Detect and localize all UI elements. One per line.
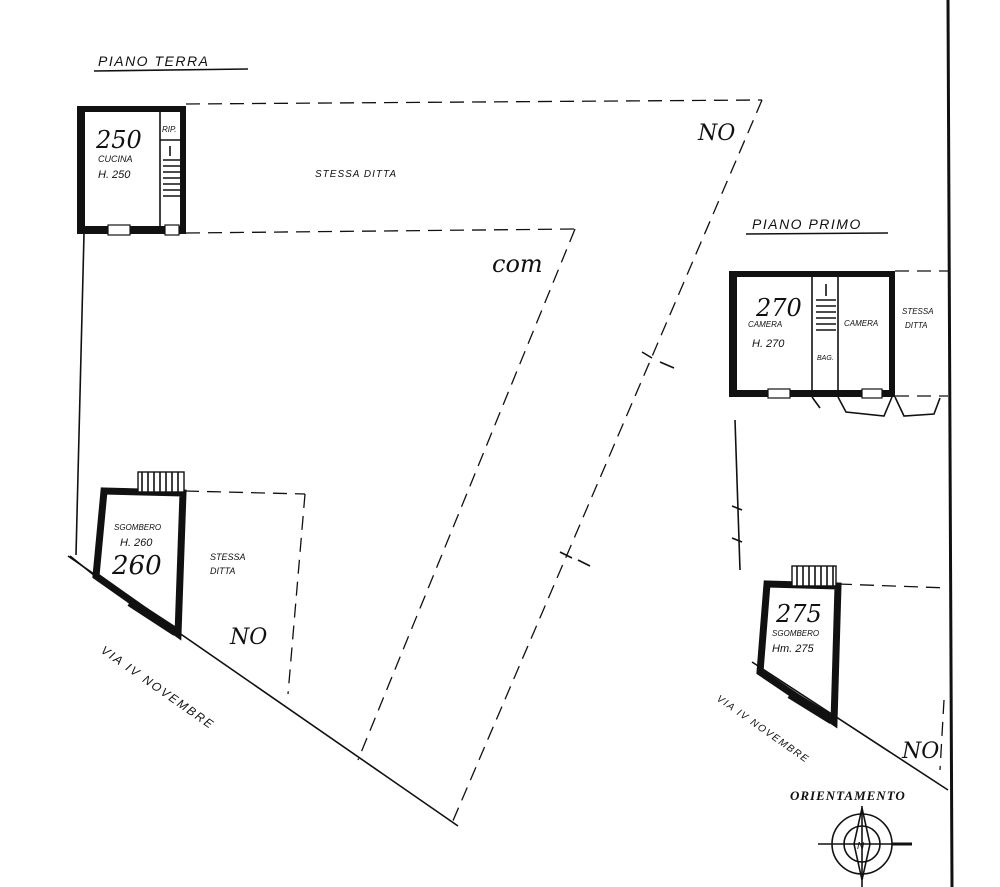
storeroom-name: SGOMBERO	[114, 523, 161, 532]
compass-label: ORIENTAMENTO	[790, 788, 906, 803]
tick-mark-3	[559, 551, 573, 559]
first-floor-stairs	[816, 284, 836, 331]
sheet-border-right	[946, 0, 954, 887]
no-label-bottom: NO	[229, 625, 267, 650]
first-floor-title-underline	[745, 232, 889, 235]
first-floor-rooms	[729, 271, 941, 417]
first-storeroom-number: 275	[775, 600, 822, 628]
first-street-line	[751, 661, 949, 791]
first-storeroom-height: Hm. 275	[772, 643, 814, 655]
first-storeroom-boundary	[837, 583, 949, 589]
bedroom-number: 270	[755, 294, 802, 322]
first-storeroom-right	[939, 699, 945, 771]
bedroom2-name: CAMERA	[844, 319, 878, 328]
tick-mark-4	[577, 559, 591, 567]
neighbor-label: STESSA DITTA	[315, 169, 397, 180]
kitchen-stairs	[163, 146, 180, 197]
break-mark-1	[731, 505, 743, 511]
first-neighbor-line2: DITTA	[905, 321, 928, 330]
ground-street-label: VIA IV NOVEMBRE	[98, 643, 217, 732]
bedroom-height: H. 270	[752, 338, 785, 350]
ground-floor-title: PIANO TERRA	[98, 53, 209, 69]
storeroom-number: 260	[111, 551, 162, 581]
first-storeroom-name: SGOMBERO	[772, 629, 819, 638]
boundary-left-wall	[75, 233, 85, 556]
kitchen-height: H. 250	[98, 169, 131, 181]
bedroom-name: CAMERA	[748, 320, 782, 329]
first-floor-title: PIANO PRIMO	[752, 216, 862, 232]
tick-mark-1	[641, 351, 653, 359]
tick-mark-2	[659, 361, 675, 369]
boundary-top	[185, 99, 763, 105]
kitchen-room	[77, 106, 186, 236]
first-storeroom	[756, 565, 842, 729]
ground-street-line	[67, 555, 459, 827]
ground-storeroom	[69, 471, 187, 641]
neighbor2-line1: STESSA	[210, 552, 246, 562]
ground-storeroom-neighbor-boundary	[184, 490, 306, 495]
boundary-diagonal-right	[451, 99, 763, 824]
bath-label: BAG.	[817, 355, 834, 362]
no-label-top: NO	[697, 121, 735, 146]
storage-label: RIP.	[162, 125, 177, 134]
first-floor-left-boundary	[734, 419, 741, 571]
boundary-diagonal-left	[357, 228, 576, 761]
boundary-middle	[185, 228, 576, 234]
break-mark-2	[731, 537, 743, 543]
storeroom-height: H. 260	[120, 537, 153, 549]
first-neighbor-line1: STESSA	[902, 307, 934, 316]
compass-rose	[818, 806, 912, 887]
first-no-label: NO	[901, 739, 939, 764]
ground-floor-title-underline	[93, 68, 249, 72]
kitchen-name: CUCINA	[98, 154, 133, 164]
ground-storeroom-neighbor-right	[287, 493, 306, 695]
kitchen-number: 250	[95, 126, 142, 154]
com-label: com	[492, 250, 543, 278]
compass-north: N	[857, 841, 865, 852]
neighbor2-line2: DITTA	[210, 566, 235, 576]
first-street-label: VIA IV NOVEMBRE	[714, 693, 811, 765]
